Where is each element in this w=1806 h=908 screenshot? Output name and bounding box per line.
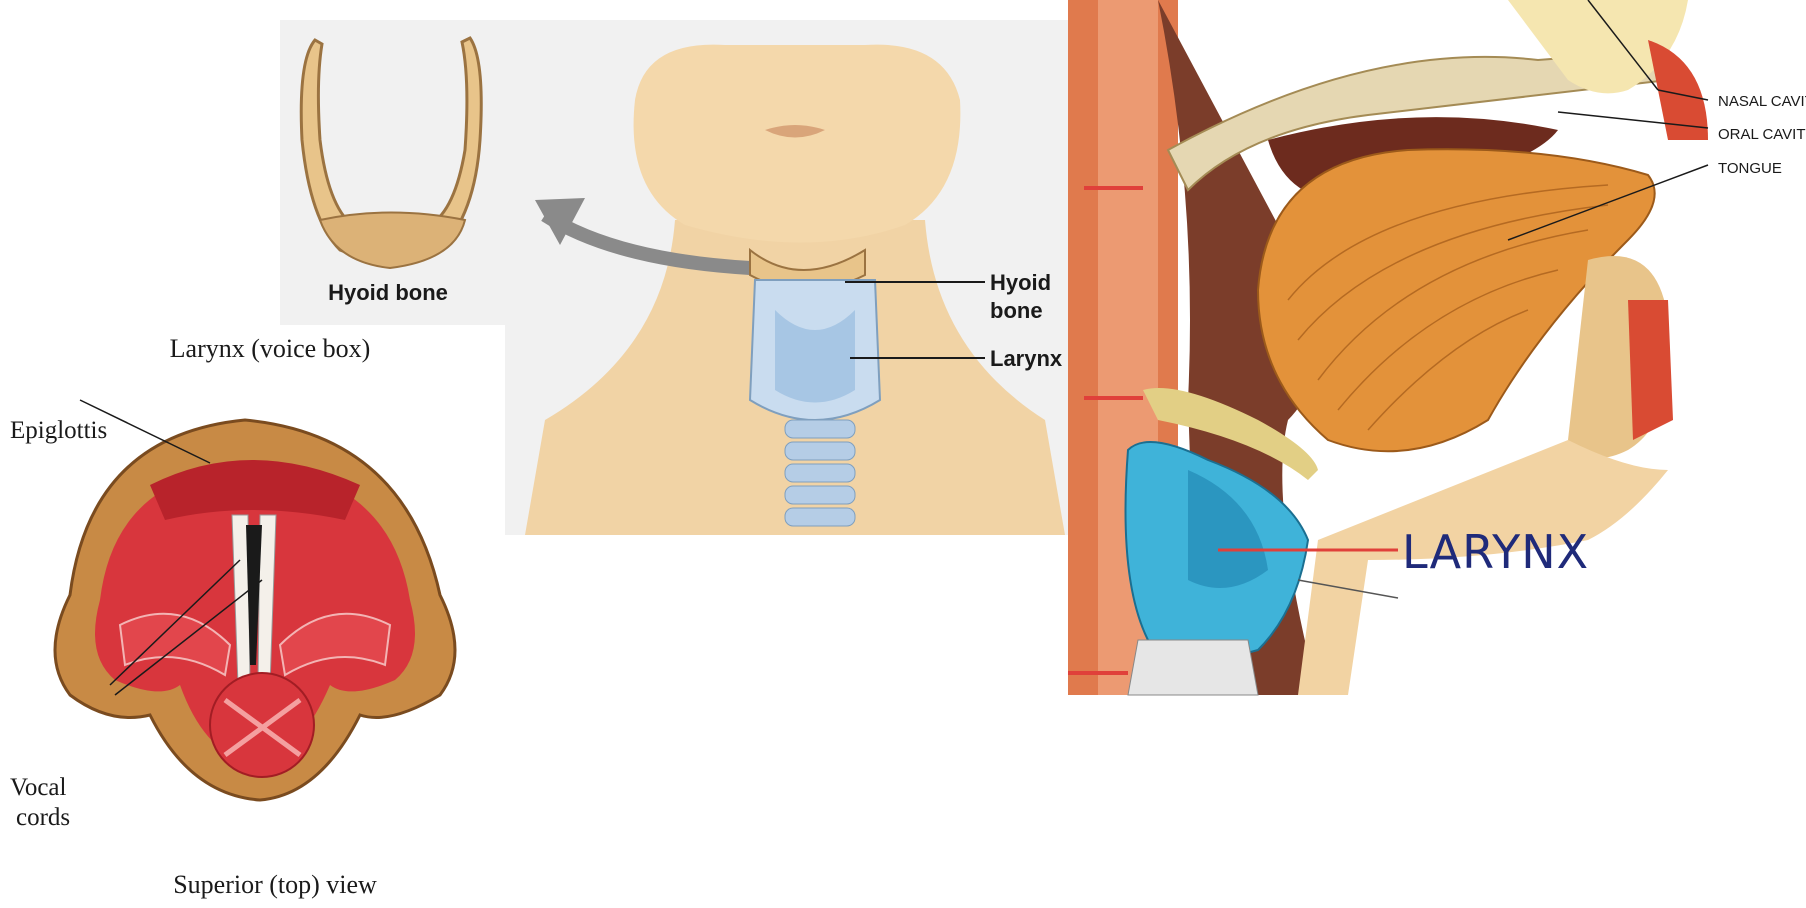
sagittal-section-panel: NASAL CAVITY ORAL CAVITY TONGUE LARYNX xyxy=(1068,0,1806,700)
oral-cavity-label: ORAL CAVITY xyxy=(1718,126,1806,143)
vocal-cords-label-line1: Vocal xyxy=(10,774,67,801)
larynx-superior-illustration: Larynx (voice box) Epiglottis Vocal cord… xyxy=(0,325,505,903)
superior-view-caption: Superior (top) view xyxy=(173,870,377,899)
hyoid-label-line1: Hyoid xyxy=(990,270,1051,295)
larynx-superior-view-panel: Larynx (voice box) Epiglottis Vocal cord… xyxy=(0,325,505,903)
neck-panel: Hyoid bone Larynx xyxy=(505,20,1080,535)
hyoid-bone-caption: Hyoid bone xyxy=(328,280,448,305)
hyoid-label-line2: bone xyxy=(990,298,1043,323)
epiglottis-label: Epiglottis xyxy=(10,417,107,444)
larynx-label: Larynx xyxy=(990,346,1063,371)
sagittal-section-illustration: NASAL CAVITY ORAL CAVITY TONGUE LARYNX xyxy=(1068,0,1806,700)
larynx-panel-title: Larynx (voice box) xyxy=(170,334,371,363)
larynx-label-sagittal: LARYNX xyxy=(1402,525,1589,579)
nasal-cavity-label: NASAL CAVITY xyxy=(1718,93,1806,110)
vocal-cords-label-line2: cords xyxy=(16,804,70,831)
hyoid-bone-illustration: Hyoid bone xyxy=(280,20,505,325)
neck-illustration: Hyoid bone Larynx xyxy=(505,20,1080,535)
tongue-label: TONGUE xyxy=(1718,160,1782,177)
hyoid-bone-panel: Hyoid bone xyxy=(280,20,505,325)
